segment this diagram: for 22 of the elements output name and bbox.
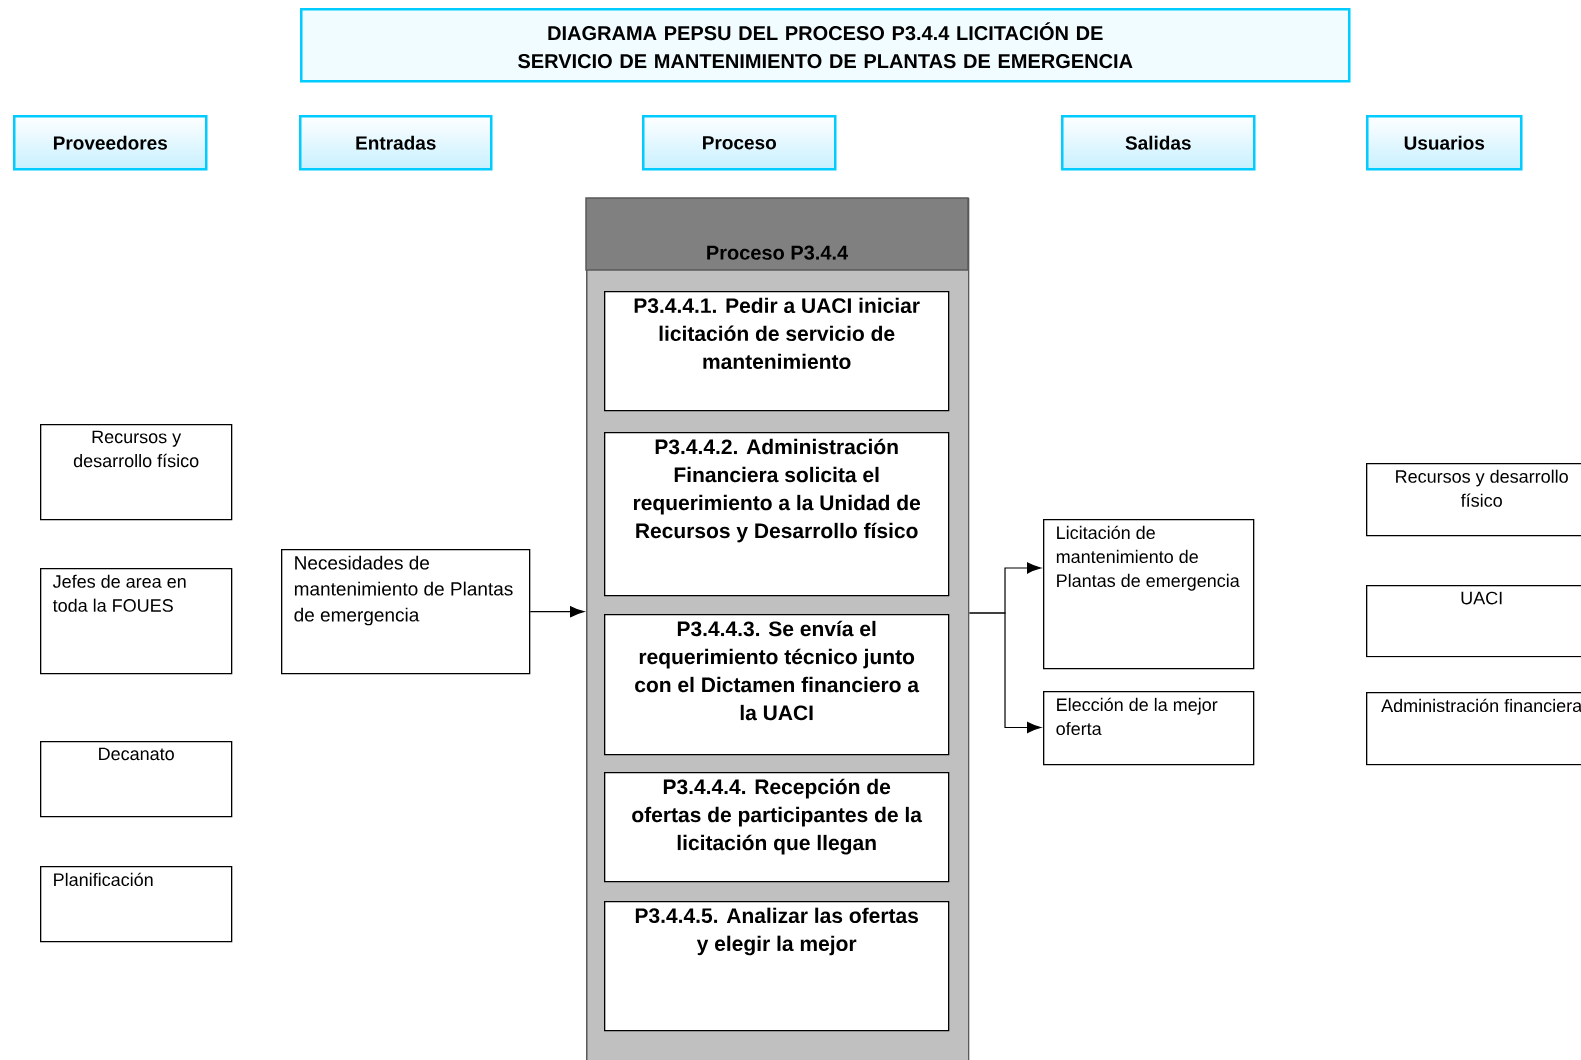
text-box: Decanato	[40, 741, 233, 818]
arrow	[968, 612, 1042, 734]
process-step-box: P3.4.4.1. Pedir a UACI iniciar licitación de servicio de mantenimiento	[604, 291, 950, 412]
text-box: Necesidades de mantenimiento de Plantas de emergencia	[281, 549, 531, 675]
column-header: Usuarios	[1366, 115, 1523, 171]
column-header: Salidas	[1061, 115, 1256, 171]
text-box: Planificación	[40, 866, 233, 943]
arrow	[529, 606, 585, 618]
text-box: Recursos y desarrollo físico	[1366, 463, 1581, 537]
text-box: Licitación de mantenimiento de Plantas de emergencia	[1043, 519, 1255, 670]
column-header: Proceso	[642, 115, 837, 171]
process-step-box: P3.4.4.3. Se envía el requerimiento técnico junto con el Dictamen financiero a la UACI	[604, 614, 950, 756]
text-box: Elección de la mejor oferta	[1043, 691, 1255, 766]
column-header: Entradas	[299, 115, 493, 171]
text-box: UACI	[1366, 585, 1581, 658]
column-header: Proveedores	[13, 115, 208, 171]
process-step-box: P3.4.4.5. Analizar las ofertas y elegir la mejor	[604, 901, 950, 1032]
process-step-box: P3.4.4.2. Administración Financiera solicita el requerimiento a la Unidad de Recursos y Desarrollo físico	[604, 432, 950, 597]
title-box: DIAGRAMA PEPSU DEL PROCESO P3.4.4 LICITACIÓN DE SERVICIO DE MANTENIMIENTO DE PLANTAS DE EMERGENCIA	[300, 8, 1351, 83]
text-box: Jefes de area en toda la FOUES	[40, 568, 233, 675]
process-step-box: P3.4.4.4. Recepción de ofertas de participantes de la licitación que llegan	[604, 772, 950, 883]
text-box: Recursos y desarrollo físico	[40, 424, 233, 521]
